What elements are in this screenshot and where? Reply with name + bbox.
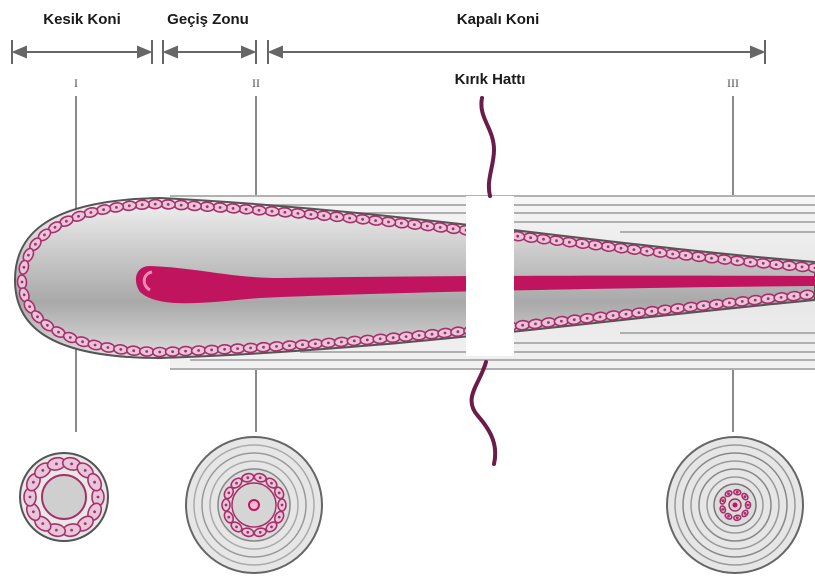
dimension-arrows [12, 40, 765, 64]
section-marker-3: III [727, 76, 739, 90]
label-gecis-zonu: Geçiş Zonu [167, 11, 249, 28]
section-marker-2: II [252, 76, 260, 90]
cross-section-2 [186, 437, 322, 573]
fracture-line [466, 98, 514, 464]
label-kirik-hatti: Kırık Hattı [455, 71, 526, 88]
section-markers: I II III [66, 74, 747, 90]
cross-section-3 [667, 437, 803, 573]
section-marker-1: I [74, 76, 78, 90]
label-kapali-koni: Kapalı Koni [457, 11, 540, 28]
cross-section-1 [20, 453, 108, 541]
label-kesik-koni: Kesik Koni [43, 11, 121, 28]
